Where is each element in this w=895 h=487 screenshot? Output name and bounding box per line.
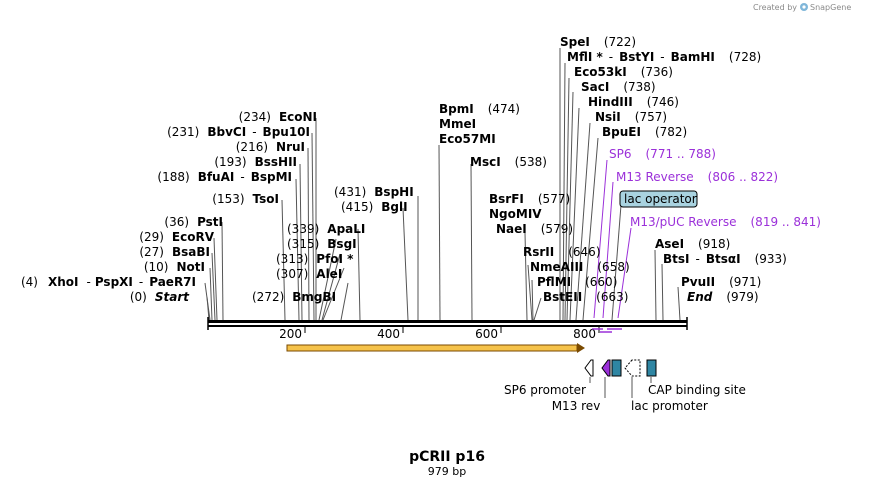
site-xhoi: (4)XhoI-PspXI-PaeR7I [21,275,196,289]
site-msci: MscI(538) [470,155,547,169]
site-bsphi: (431)BspHI [334,185,414,199]
primer-sp6: SP6(771 .. 788) [609,147,716,161]
site-noti: (10)NotI [144,260,205,274]
site-pflmi: PflMI(660) [537,275,617,289]
ruler-label-800: 800 [573,327,596,341]
site-naei: NaeI(579) [496,222,573,236]
site-bsabi: (27)BsaBI [139,245,210,259]
primer-marks [592,328,622,333]
site-btsi: BtsI-BtsαI(933) [663,252,787,266]
site-bsgi: (315)BsgI [287,237,357,251]
sequence-backbone [207,317,688,330]
site-mfli: MflI *-BstYI-BamHI(728) [567,50,761,64]
site-nmeaiii: NmeAIII(658) [530,260,630,274]
site-eco53ki: Eco53kI(736) [574,65,673,79]
site-nsii: NsiI(757) [595,110,667,124]
site-bmgbi: (272)BmgBI [252,290,336,304]
site-ngomiv: NgoMIV [489,207,542,221]
site-alei: (307)AleI [276,267,342,281]
ruler-label-400: 400 [377,327,400,341]
cap-binding-site-feature [646,359,657,377]
site-spei: SpeI(722) [560,35,636,49]
lac-promoter-feature [624,359,641,377]
lac-operator-box [619,190,698,208]
feature-connectors [589,377,652,398]
ruler-label-200: 200 [279,327,302,341]
site-bgli: (415)BglI [341,200,408,214]
m13-rev-label: M13 rev [552,399,601,413]
primer-m13-puc-reverse: M13/pUC Reverse(819 .. 841) [630,215,821,229]
site-bsteii: BstEII(663) [543,290,628,304]
primer-connectors [593,159,632,319]
site-psti: (36)PstI [164,215,223,229]
site-bpmi: BpmI(474) [439,102,520,116]
site-tsoi: (153)TsoI [212,192,279,206]
site-bfuai: (188)BfuAI-BspMI [157,170,292,184]
site-econi: (234)EcoNI [239,110,317,124]
plasmid-name: pCRII p16 [409,449,485,465]
site-end: End(979) [687,290,759,304]
site-pvuii: PvuII(971) [681,275,761,289]
lac-promoter-label: lac promoter [631,399,708,413]
snapgene-brand: SnapGene [810,3,851,12]
credit-text: Created by [753,3,797,12]
site-bsrfi: BsrFI(577) [489,192,570,206]
site-saci: SacI(738) [581,80,656,94]
site-asei: AseI(918) [655,237,730,251]
site-mmei: MmeI [439,117,476,131]
sp6-promoter-feature [584,359,594,377]
site-bpuei: BpuEI(782) [602,125,687,139]
site-bsshii: (193)BssHII [214,155,297,169]
snapgene-logo [800,3,808,11]
site-rsrii: RsrII(646) [523,245,601,259]
lac-operator-connector [611,204,622,321]
ruler-label-600: 600 [475,327,498,341]
m13-rev-feature [601,359,611,377]
plasmid-length: 979 bp [428,465,466,478]
site-hindiii: HindIII(746) [588,95,679,109]
lac-operator-label: lac operator [624,192,697,206]
ruler: 200 400 600 800 [279,327,600,341]
site-connectors [204,48,681,321]
primer-m13-reverse: M13 Reverse(806 .. 822) [616,170,778,184]
site-ecorv: (29)EcoRV [139,230,214,244]
site-eco57mi: Eco57MI [439,132,496,146]
orf-arrow [286,343,585,353]
site-start: (0)Start [130,290,190,304]
sp6-promoter-label: SP6 promoter [504,383,586,397]
site-nrui: (216)NruI [236,140,305,154]
site-pfoi: (313)PfoI * [276,252,354,266]
site-bbvci: (231)BbvCI-Bpu10I [167,125,310,139]
lac-operator-feature [611,359,622,377]
site-apali: (339)ApaLI [287,222,365,236]
cap-binding-site-label: CAP binding site [648,383,746,397]
